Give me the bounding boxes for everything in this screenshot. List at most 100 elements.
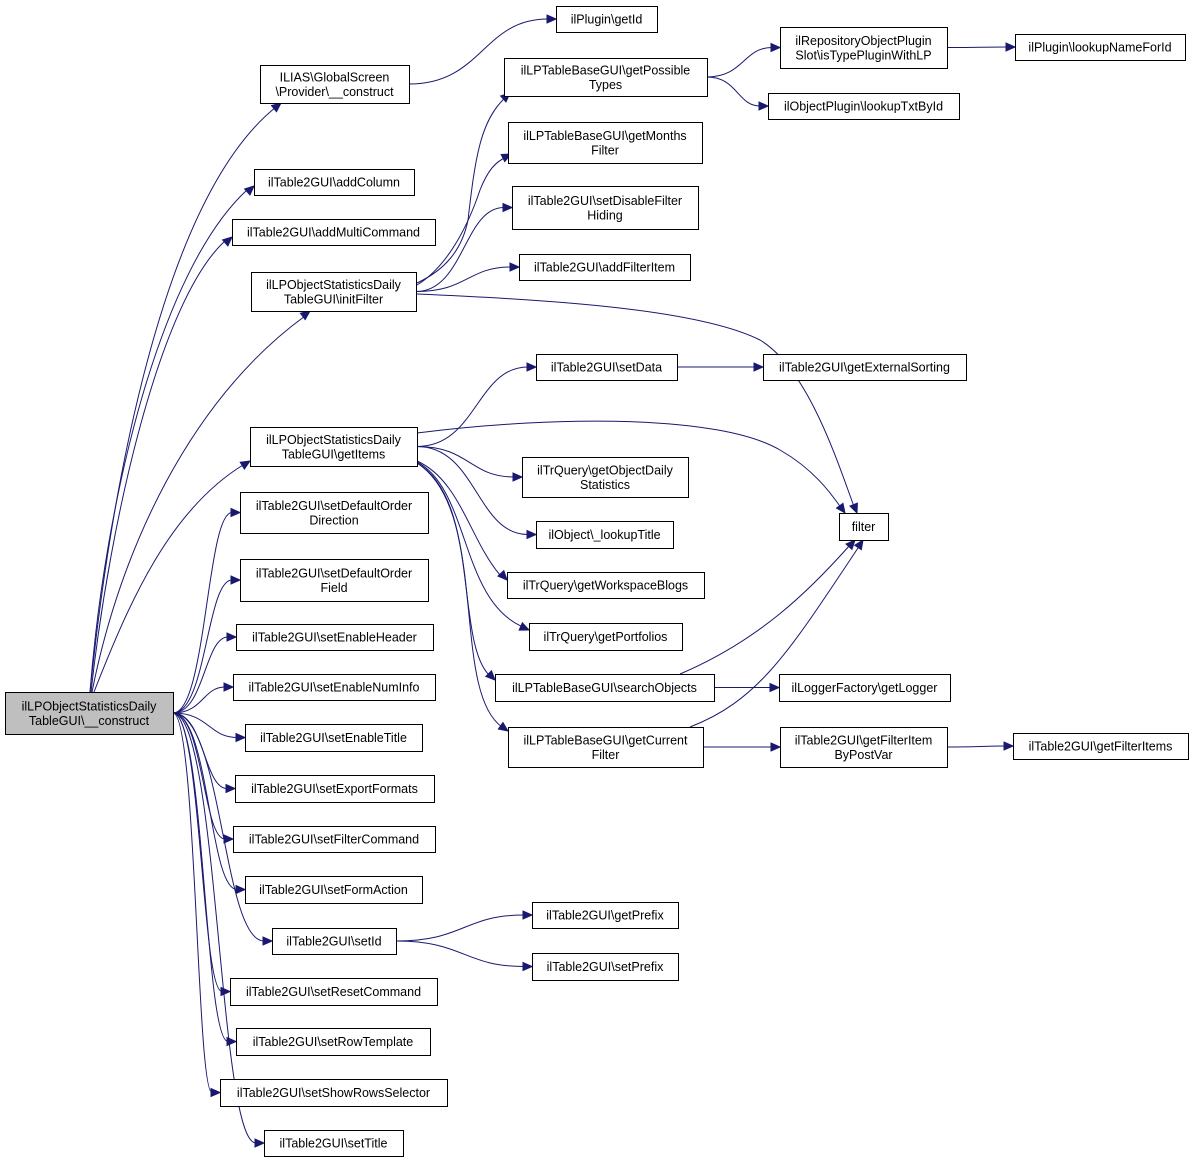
node-box[interactable]: [240, 492, 429, 534]
arrowhead-icon: [221, 236, 233, 247]
node-setPrefix[interactable]: ilTable2GUI\setPrefix: [532, 953, 679, 981]
node-box[interactable]: [220, 1079, 448, 1107]
node-box[interactable]: [495, 674, 715, 702]
arrowhead-icon: [1005, 42, 1017, 52]
edge-getItems-to-setData: [416, 362, 538, 447]
node-addFilterItem[interactable]: ilTable2GUI\addFilterItem: [519, 254, 691, 281]
node-box[interactable]: [508, 122, 703, 164]
node-box[interactable]: [245, 724, 423, 752]
node-root[interactable]: ilLPObjectStatisticsDailyTableGUI\__cons…: [5, 692, 174, 735]
node-label: Filter: [592, 748, 620, 762]
node-label: TableGUI\initFilter: [284, 292, 383, 306]
node-box[interactable]: [536, 354, 678, 381]
node-box[interactable]: [780, 727, 948, 768]
node-box[interactable]: [519, 254, 691, 281]
arrowhead-icon: [526, 362, 538, 372]
node-setFormAction[interactable]: ilTable2GUI\setFormAction: [245, 876, 423, 904]
edge-line: [172, 712, 238, 738]
node-box[interactable]: [264, 1130, 404, 1157]
node-box[interactable]: [245, 876, 423, 904]
node-setTitle[interactable]: ilTable2GUI\setTitle: [264, 1130, 404, 1157]
node-lookupNameForId[interactable]: ilPlugin\lookupNameForId: [1015, 34, 1186, 61]
arrowhead-icon: [230, 575, 242, 585]
node-setRowTemplate[interactable]: ilTable2GUI\setRowTemplate: [236, 1028, 431, 1056]
node-label: ILIAS\GlobalScreen: [280, 70, 390, 84]
node-box[interactable]: [1013, 733, 1189, 760]
node-addColumn[interactable]: ilTable2GUI\addColumn: [254, 169, 415, 196]
node-getFilterItems[interactable]: ilTable2GUI\getFilterItems: [1013, 733, 1189, 760]
node-box[interactable]: [232, 219, 436, 246]
node-box[interactable]: [233, 674, 436, 701]
node-getItems[interactable]: ilLPObjectStatisticsDailyTableGUI\getIte…: [250, 427, 418, 467]
node-box[interactable]: [780, 27, 948, 69]
node-box[interactable]: [240, 559, 429, 602]
node-setData[interactable]: ilTable2GUI\setData: [536, 354, 678, 381]
node-box[interactable]: [251, 272, 417, 312]
node-box[interactable]: [236, 1028, 431, 1056]
node-setEnableTitle[interactable]: ilTable2GUI\setEnableTitle: [245, 724, 423, 752]
node-box[interactable]: [556, 6, 658, 33]
node-box[interactable]: [260, 65, 410, 104]
node-box[interactable]: [254, 169, 415, 196]
node-box[interactable]: [532, 953, 679, 981]
node-addMultiCommand[interactable]: ilTable2GUI\addMultiCommand: [232, 219, 436, 246]
node-box[interactable]: [250, 427, 418, 467]
node-box[interactable]: [1015, 34, 1186, 61]
edge-line: [172, 512, 233, 714]
node-getPortfolios[interactable]: ilTrQuery\getPortfolios: [529, 623, 683, 651]
node-setFilterCommand[interactable]: ilTable2GUI\setFilterCommand: [233, 826, 436, 853]
node-box[interactable]: [272, 928, 397, 955]
node-box[interactable]: [529, 623, 683, 651]
node-box[interactable]: [512, 186, 699, 230]
node-box[interactable]: [839, 513, 889, 541]
node-box[interactable]: [508, 727, 704, 768]
node-box[interactable]: [504, 58, 708, 97]
node-setId[interactable]: ilTable2GUI\setId: [272, 928, 397, 955]
node-lookupTxtById[interactable]: ilObjectPlugin\lookupTxtById: [768, 93, 960, 120]
node-filter[interactable]: filter: [839, 513, 889, 541]
arrowhead-icon: [239, 460, 252, 471]
node-box[interactable]: [522, 457, 689, 498]
node-setEnableHeader[interactable]: ilTable2GUI\setEnableHeader: [236, 624, 434, 651]
node-box[interactable]: [768, 93, 960, 120]
node-box[interactable]: [779, 674, 951, 702]
node-box[interactable]: [536, 521, 674, 549]
node-label: ilTable2GUI\getExternalSorting: [779, 361, 950, 375]
node-lookupTitle[interactable]: ilObject\_lookupTitle: [536, 521, 674, 549]
edge-line: [416, 366, 529, 447]
node-label: ilObjectPlugin\lookupTxtById: [784, 100, 943, 114]
node-setResetCommand[interactable]: ilTable2GUI\setResetCommand: [230, 978, 438, 1006]
node-setEnableNumInfo[interactable]: ilTable2GUI\setEnableNumInfo: [233, 674, 436, 701]
node-box[interactable]: [5, 692, 174, 735]
node-box[interactable]: [230, 978, 438, 1006]
node-box[interactable]: [236, 624, 434, 651]
node-setExportFormats[interactable]: ilTable2GUI\setExportFormats: [235, 775, 435, 803]
node-getLogger[interactable]: ilLoggerFactory\getLogger: [779, 674, 951, 702]
node-pluginGetId[interactable]: ilPlugin\getId: [556, 6, 658, 33]
node-getPrefix[interactable]: ilTable2GUI\getPrefix: [532, 902, 679, 929]
node-setShowRowsSelector[interactable]: ilTable2GUI\setShowRowsSelector: [220, 1079, 448, 1107]
edge-root-to-setTitle: [172, 712, 266, 1148]
node-box[interactable]: [532, 902, 679, 929]
node-getExternalSorting[interactable]: ilTable2GUI\getExternalSorting: [763, 354, 967, 381]
node-searchObjects[interactable]: ilLPTableBaseGUI\searchObjects: [495, 674, 715, 702]
node-box[interactable]: [763, 354, 967, 381]
node-box[interactable]: [233, 826, 436, 853]
edge-line: [946, 745, 1006, 748]
node-box[interactable]: [235, 775, 435, 803]
edge-line: [689, 544, 861, 728]
node-gsProvider[interactable]: ILIAS\GlobalScreen\Provider\__construct: [260, 65, 410, 104]
arrowhead-icon: [223, 682, 235, 692]
node-initFilter[interactable]: ilLPObjectStatisticsDailyTableGUI\initFi…: [251, 272, 417, 312]
node-box[interactable]: [507, 572, 705, 599]
node-getWorkspaceBlogs[interactable]: ilTrQuery\getWorkspaceBlogs: [507, 572, 705, 599]
node-repoSlot[interactable]: ilRepositoryObjectPluginSlot\isTypePlugi…: [780, 27, 948, 69]
